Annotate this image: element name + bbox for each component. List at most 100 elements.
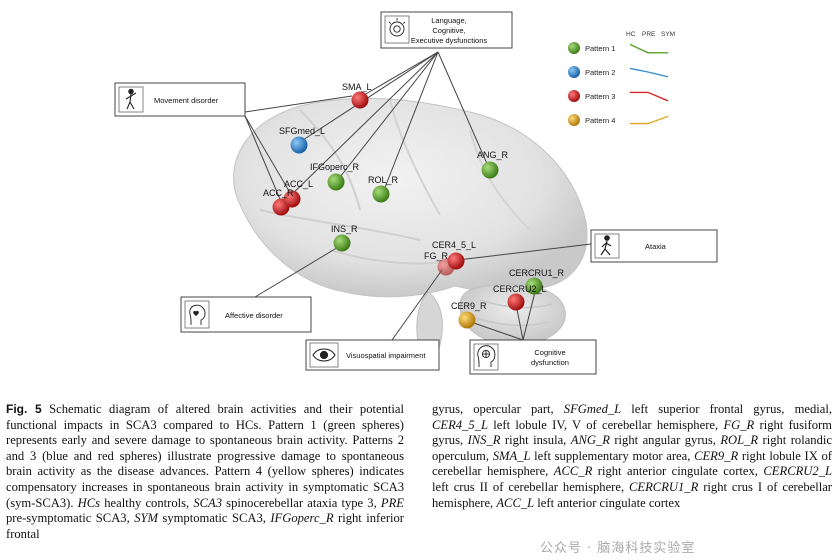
figure-caption: Fig. 5 Schematic diagram of altered brai… <box>0 402 840 560</box>
sphere-ins <box>333 234 351 252</box>
brain-silhouette <box>233 97 588 359</box>
label-accl: ACC_L <box>284 179 313 189</box>
legend-sphere-3 <box>568 90 580 102</box>
line-ataxia-cer45 <box>457 243 592 261</box>
legend-sphere-1 <box>568 42 580 54</box>
box-affective: Affective disorder <box>180 296 312 333</box>
language-line-3: Executive dysfunctions <box>411 36 488 45</box>
walking-person-icon <box>600 235 612 256</box>
line-language-ang <box>437 51 489 167</box>
sphere-accl <box>283 190 301 208</box>
caption-term: CERCRU2_L <box>763 464 832 479</box>
caption-run: left supplementary motor area, <box>530 448 695 463</box>
caption-column-2: gyrus, opercular part, SFGmed_L left sup… <box>432 402 832 511</box>
svg-text:dysfunction: dysfunction <box>531 358 569 367</box>
label-ifgoperc: IFGoperc_R <box>310 162 360 172</box>
box-cognitive: Cognitive dysfunction <box>469 339 597 375</box>
svg-text:Language,: Language, <box>431 16 466 25</box>
line-movement-sma <box>244 95 353 113</box>
line-language-rol <box>383 51 439 191</box>
caption-text-2: gyrus, opercular part, SFGmed_L left sup… <box>432 402 832 510</box>
caption-run: left lobule IV, V of cerebellar hemisphe… <box>487 417 724 432</box>
line-affective-ins <box>254 245 341 298</box>
line-movement-accl <box>244 115 293 197</box>
person-tremor-icon <box>125 88 137 110</box>
label-cercru2: CERCRU2_L <box>493 284 547 294</box>
caption-run: right rolandic operculum, <box>432 433 832 463</box>
box-visuospatial: Visuospatial impairment <box>305 339 440 371</box>
label-sfgmed: SFGmed_L <box>279 126 325 136</box>
legend-trend-4 <box>630 115 669 125</box>
label-sma: SMA_L <box>342 82 372 92</box>
caption-run: spinocerebellar ataxia type 3, <box>222 495 381 510</box>
caption-run: pre-symptomatic SCA3, <box>6 511 135 526</box>
caption-term: ACC_R <box>553 464 593 479</box>
caption-run: healthy controls, <box>100 495 194 510</box>
sphere-cercru2 <box>507 293 525 311</box>
sphere-rol <box>372 185 390 203</box>
sphere-ifgoperc <box>327 173 345 191</box>
caption-term: CER9_R <box>694 448 739 463</box>
line-movement-accr <box>244 115 283 205</box>
figure-panel: Language, Cognitive, Executive dysfuncti… <box>114 11 718 375</box>
eye-icon <box>312 348 336 362</box>
legend-header-pre: PRE <box>642 31 656 38</box>
cognitive-line-2: dysfunction <box>531 358 569 367</box>
affective-label: Affective disorder <box>225 311 283 320</box>
language-line-1: Language, <box>431 16 466 25</box>
caption-run: left anterior cingulate cortex <box>534 495 681 510</box>
language-line-2: Cognitive, <box>432 26 465 35</box>
caption-run: right lobule IX of cerebellar hemisphere… <box>432 448 833 479</box>
box-ataxia: Ataxia <box>590 229 718 263</box>
legend-label-2: Pattern 2 <box>585 68 615 77</box>
watermark: 公众号 · 脑海科技实验室 <box>540 541 696 556</box>
caption-run: right fusiform gyrus, <box>432 417 832 448</box>
brain-head-icon <box>388 18 406 37</box>
caption-term: ANG_R <box>570 433 610 448</box>
svg-text:Executive dysfunctions: Executive dysfunctions <box>411 36 488 45</box>
label-ins: INS_R <box>331 224 358 234</box>
caption-run: right angular gyrus, <box>609 433 721 448</box>
label-cer45: CER4_5_L <box>432 240 476 250</box>
brain-figure: Language, Cognitive, Executive dysfuncti… <box>114 11 718 375</box>
sphere-cercru1 <box>525 277 543 295</box>
cognitive-line-1: Cognitive <box>534 348 565 357</box>
label-cercru1: CERCRU1_R <box>509 268 565 278</box>
caption-term: IFGoperc_R <box>270 511 334 526</box>
caption-term: SYM <box>134 511 158 526</box>
legend-label-1: Pattern 1 <box>585 44 615 53</box>
visuospatial-label: Visuospatial impairment <box>346 351 426 360</box>
legend-trend-1 <box>629 43 668 54</box>
line-language-sma <box>363 51 439 96</box>
legend-header-sym: SYM <box>661 31 675 38</box>
legend-trend-2 <box>629 67 669 78</box>
ataxia-label: Ataxia <box>645 242 667 251</box>
caption-term: HCs <box>77 495 101 510</box>
svg-text:Cognitive: Cognitive <box>534 348 565 357</box>
region-labels: SMA_L SFGmed_L IFGoperc_R ACC_L ACC_R RO… <box>263 82 565 311</box>
sphere-cer45 <box>447 252 465 270</box>
label-cer9: CER9_R <box>451 301 487 311</box>
caption-run: right inferior frontal <box>6 511 404 541</box>
caption-run: right crus I of cerebellar hemisphere, <box>432 479 832 510</box>
caption-run: left crus II of cerebellar hemisphere, <box>432 479 630 494</box>
caption-term: ROL_R <box>720 433 759 448</box>
caption-term: ACC_L <box>496 495 535 510</box>
line-visuo-fg <box>391 269 443 341</box>
head-heart-icon <box>189 304 206 325</box>
caption-term: SFGmed_L <box>563 402 622 416</box>
line-language-accr <box>283 51 439 203</box>
head-globe-icon <box>477 345 496 367</box>
caption-column-1: Fig. 5 Schematic diagram of altered brai… <box>6 402 404 542</box>
sphere-ang <box>481 161 499 179</box>
region-spheres <box>272 91 543 329</box>
movement-label: Movement disorder <box>154 96 219 105</box>
svg-text:Cognitive,: Cognitive, <box>432 26 465 35</box>
caption-term: CERCRU1_R <box>629 479 699 494</box>
legend-label-4: Pattern 4 <box>585 116 615 125</box>
caption-run: Schematic diagram of altered brain activ… <box>6 402 404 510</box>
caption-run: right insula, <box>500 433 571 448</box>
line-language-sfgmed <box>302 51 439 141</box>
